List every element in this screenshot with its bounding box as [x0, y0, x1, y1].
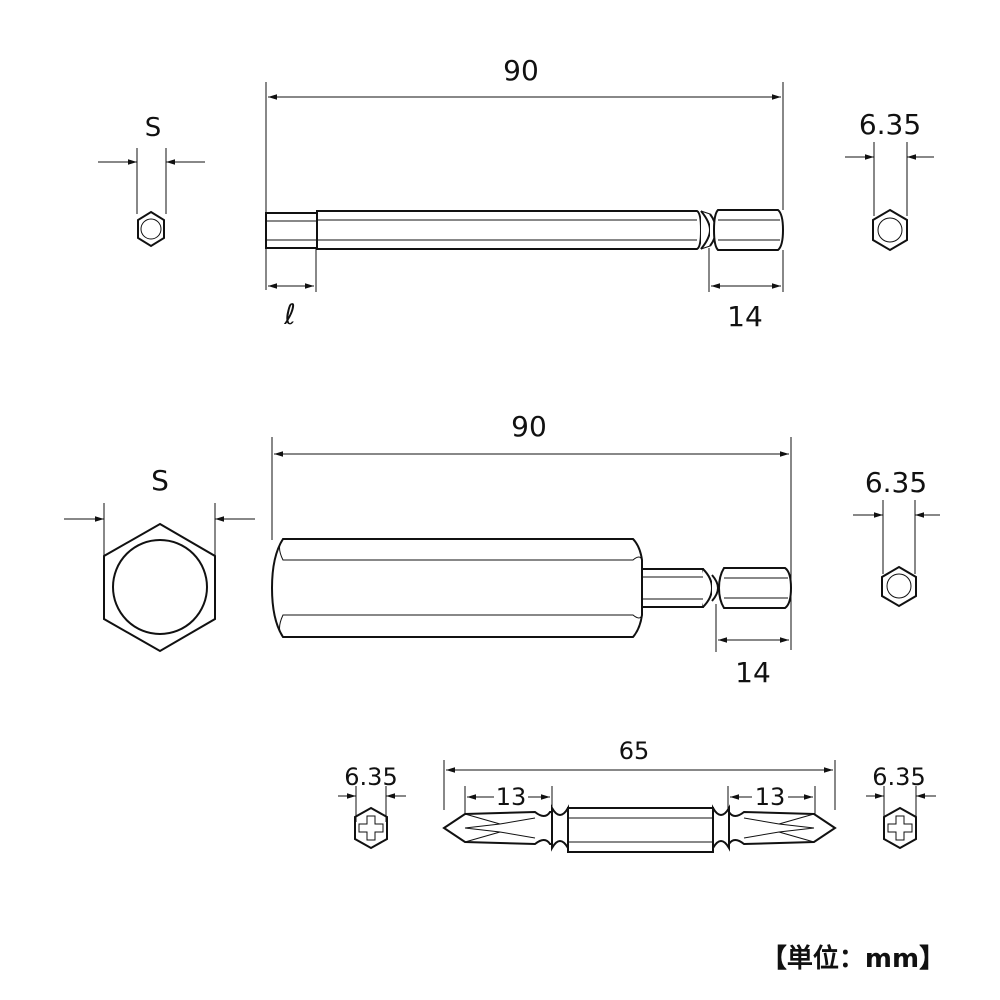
bit1-shank-size: 6.35 [859, 108, 921, 141]
bit3-right-tip-length: 13 [755, 783, 786, 811]
bit3-overall-length-dimension: 65 [443, 737, 836, 810]
bit1-shank-length: 14 [727, 300, 763, 333]
bit1-tip-length-symbol: ℓ [283, 298, 296, 331]
bit1-group: S 90 ℓ [98, 54, 934, 333]
bit3-body [442, 804, 837, 853]
bit3-left-end-size: 6.35 [344, 763, 397, 791]
bit2-shank-end-view: 6.35 [853, 466, 940, 608]
bit1-tip-size-symbol: S [145, 113, 162, 143]
bit1-overall-length: 90 [503, 54, 539, 87]
bit2-tip-size-symbol: S [151, 464, 169, 497]
bit2-shank-size: 6.35 [865, 466, 927, 499]
bit3-right-tip-dimension: 13 [727, 783, 816, 815]
bit1-shank-length-dimension: 14 [708, 248, 784, 333]
bit3-overall-length: 65 [619, 737, 650, 765]
bit1-tip-length-dimension: ℓ [268, 248, 317, 331]
bit2-shank-length: 14 [735, 656, 771, 689]
bit3-right-end-size: 6.35 [872, 763, 925, 791]
bit3-right-end-view: 6.35 [866, 763, 936, 850]
bit2-group: S 90 14 [64, 410, 940, 689]
bit1-tip-end-view: S [98, 113, 205, 248]
bit2-overall-length-dimension: 90 [271, 410, 792, 650]
bit3-left-end-view: 6.35 [338, 763, 406, 850]
bit1-shank-end-view: 6.35 [845, 108, 934, 252]
bit3-group: 6.35 65 13 13 [338, 737, 936, 853]
bit3-left-tip-dimension: 13 [464, 783, 553, 815]
bit2-tip-end-view: S [64, 464, 255, 653]
bit3-left-tip-length: 13 [496, 783, 527, 811]
bit1-body [265, 209, 785, 251]
bit1-overall-length-dimension: 90 [265, 54, 784, 290]
unit-label: 【単位：mm】 [761, 943, 945, 974]
bit2-body [270, 538, 793, 638]
bit2-shank-length-dimension: 14 [715, 604, 789, 689]
bit2-overall-length: 90 [511, 410, 547, 443]
